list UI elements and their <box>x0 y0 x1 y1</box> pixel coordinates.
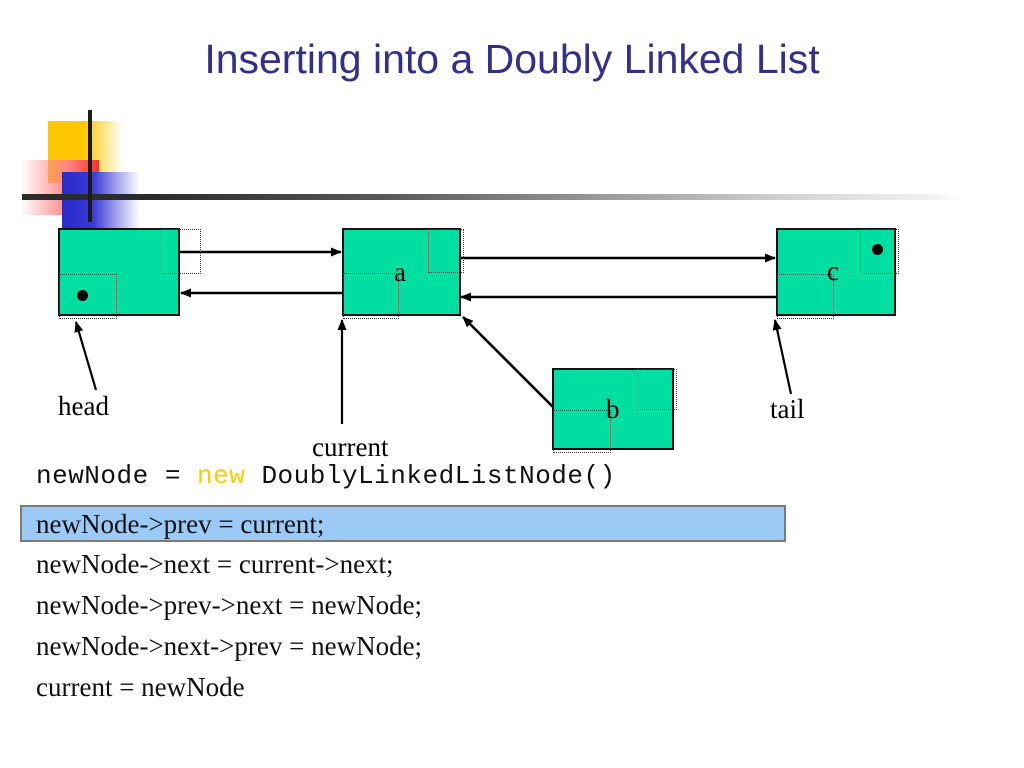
slide-decoration <box>0 0 1024 240</box>
node-a-next-cell <box>428 229 464 273</box>
node-c-prev-cell <box>777 274 834 319</box>
pointer-label-tail: tail <box>770 394 805 424</box>
decoration-horizontal-rule <box>22 194 962 200</box>
code-line-highlighted[interactable]: newNode->prev = current; <box>36 509 325 539</box>
code-new-keyword: new <box>197 461 246 491</box>
decoration-blue-square <box>62 172 140 228</box>
highlighted-code-line-box[interactable] <box>20 505 786 542</box>
code-line-4[interactable]: newNode->next->prev = newNode; <box>36 631 423 661</box>
node-a-prev-cell <box>343 273 399 319</box>
pointer-label-head: head <box>58 391 109 421</box>
code-new-node-prefix: newNode = <box>36 461 198 491</box>
node-b-next-cell <box>637 369 677 410</box>
list-node-head[interactable] <box>58 228 201 319</box>
node-a-label: a <box>394 257 406 287</box>
node-b-label: b <box>606 394 620 424</box>
list-node-c[interactable]: c <box>776 228 899 319</box>
code-line-2[interactable]: newNode->next = current->next; <box>36 549 394 579</box>
decoration-vertical-rule <box>88 110 92 222</box>
head-node-next-cell <box>161 229 201 274</box>
head-node-prev-cell <box>59 274 117 319</box>
node-c-label: c <box>827 256 839 286</box>
code-new-node-suffix: DoublyLinkedListNode() <box>245 461 616 491</box>
node-c-next-cell <box>860 229 899 274</box>
node-b-prev-cell <box>553 410 611 453</box>
page-title: Inserting into a Doubly Linked List <box>204 36 820 82</box>
head-node-null-dot <box>77 290 88 301</box>
arrow-tail-label <box>772 319 793 395</box>
node-c-null-dot <box>872 244 883 255</box>
list-node-b-new[interactable]: b <box>552 368 677 453</box>
code-line-3[interactable]: newNode->prev->next = newNode; <box>36 590 423 620</box>
pointer-label-current: current <box>312 432 389 462</box>
arrow-head-label <box>74 321 98 391</box>
code-line-5[interactable]: current = newNode <box>36 672 245 702</box>
list-node-a[interactable]: a <box>342 228 464 319</box>
code-line-new-node[interactable]: newNode = new DoublyLinkedListNode() <box>36 461 616 491</box>
